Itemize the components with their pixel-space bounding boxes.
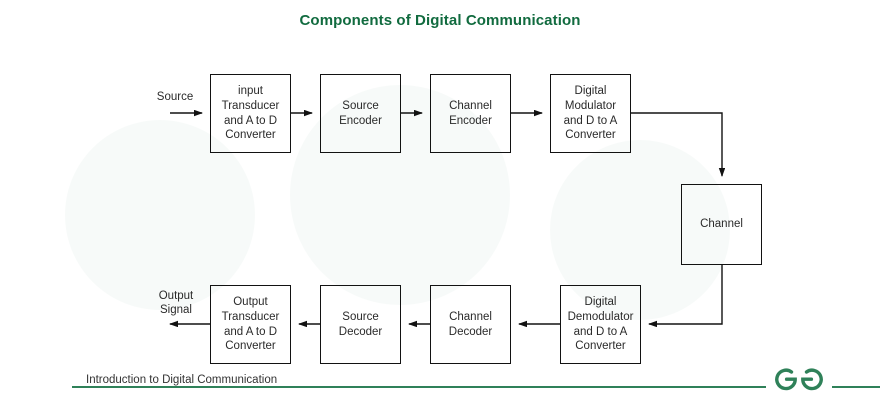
block-channel[interactable]: Channel (681, 184, 762, 265)
page-title: Components of Digital Communication (299, 12, 581, 29)
edge-label-source: Source (156, 91, 194, 103)
gfg-logo-icon (775, 368, 823, 391)
block-channel-encoder[interactable]: Channel Encoder (430, 74, 511, 153)
block-output-transducer[interactable]: Output Transducer and A to D Converter (210, 285, 291, 364)
block-digital-modulator[interactable]: Digital Modulator and D to A Converter (550, 74, 631, 153)
block-input-transducer[interactable]: input Transducer and A to D Converter (210, 74, 291, 153)
edge-label-output-signal: Output Signal (158, 290, 194, 316)
wire-digital-modulator-to-channel (631, 112, 726, 177)
wire-channel-to-digital-demodulator (648, 265, 723, 328)
block-source-decoder[interactable]: Source Decoder (320, 285, 401, 364)
block-source-encoder[interactable]: Source Encoder (320, 74, 401, 153)
footer-divider (72, 386, 880, 389)
block-digital-demodulator[interactable]: Digital Demodulator and D to A Converter (560, 285, 641, 364)
footer-caption: Introduction to Digital Communication (86, 374, 278, 386)
geeksforgeeks-logo (766, 362, 832, 394)
block-channel-decoder[interactable]: Channel Decoder (430, 285, 511, 364)
